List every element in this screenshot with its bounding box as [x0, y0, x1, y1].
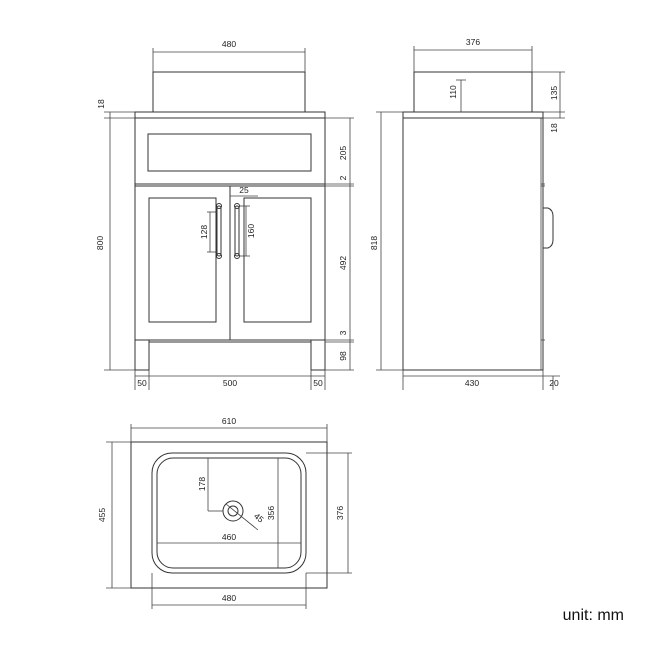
top-countertop — [130, 441, 328, 589]
front-drawer-panel — [147, 133, 312, 172]
top-view: 610 455 376 356 178 45 460 480 — [97, 416, 352, 609]
dim-top-depth: 455 — [97, 508, 107, 522]
dim-side-top-thickness: 18 — [549, 123, 559, 133]
dim-front-gap: 2 — [338, 175, 348, 180]
dim-top-width: 610 — [222, 416, 236, 426]
dim-front-side-left: 50 — [137, 378, 147, 388]
dim-top-inner-depth: 356 — [266, 506, 276, 520]
dim-side-handle-projection: 20 — [549, 378, 559, 388]
dim-top-drain-offset: 178 — [197, 477, 207, 491]
dim-front-drawer-height: 205 — [338, 146, 348, 160]
dim-front-door-height: 492 — [338, 256, 348, 270]
dim-front-handle-offset: 25 — [239, 185, 249, 195]
front-countertop — [134, 111, 326, 119]
front-right-handle — [234, 203, 240, 259]
dim-front-door-gap: 3 — [338, 330, 348, 335]
dim-top-drain-diameter: 45 — [252, 511, 266, 525]
front-left-handle — [216, 203, 222, 259]
dim-top-inner-width: 460 — [222, 532, 236, 542]
side-handle — [543, 207, 554, 249]
dim-front-side-right: 50 — [313, 378, 323, 388]
dim-front-handle-right: 160 — [246, 224, 256, 238]
side-cabinet-body — [402, 117, 544, 371]
front-right-leg — [310, 339, 326, 371]
dim-side-cabinet-depth: 430 — [465, 378, 479, 388]
top-basin-inner — [156, 457, 302, 569]
dim-front-top-thickness: 18 — [96, 99, 106, 109]
side-countertop — [402, 111, 544, 119]
side-view: 376 110 135 18 818 430 20 — [369, 37, 565, 390]
dim-side-basin-depth: 376 — [466, 37, 480, 47]
front-view: 480 800 18 205 2 492 3 98 25 128 160 — [95, 39, 354, 390]
front-right-door-panel — [243, 197, 312, 323]
front-left-door-panel — [148, 197, 217, 323]
dim-side-basin-height: 135 — [549, 86, 559, 100]
dim-front-basin-width: 480 — [222, 39, 236, 49]
dim-side-total-height: 818 — [369, 236, 379, 250]
dim-front-handle-left: 128 — [199, 225, 209, 239]
units-label: unit: mm — [562, 607, 624, 624]
front-left-leg — [134, 339, 150, 371]
top-basin-outer — [151, 452, 307, 574]
side-basin — [413, 71, 533, 113]
front-basin — [152, 71, 306, 113]
dim-top-basin-width: 480 — [222, 593, 236, 603]
dim-front-inner-width: 500 — [223, 378, 237, 388]
dim-front-total-height: 800 — [95, 236, 105, 250]
dim-side-basin-inner-height: 110 — [448, 85, 458, 99]
dim-top-basin-depth: 376 — [335, 506, 345, 520]
dim-front-plinth-height: 98 — [338, 351, 348, 361]
